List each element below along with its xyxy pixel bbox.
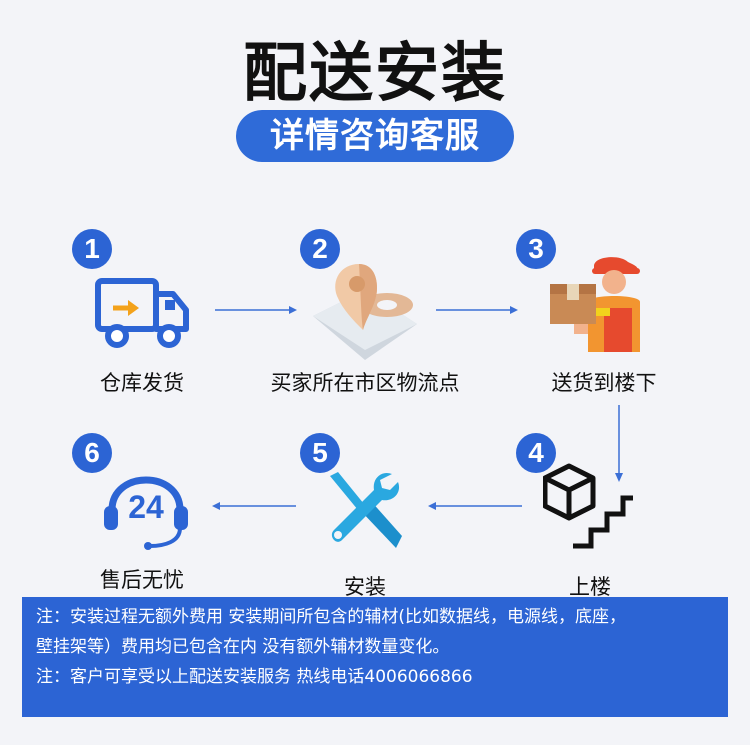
courier-icon — [550, 257, 640, 352]
notes-line-3: 注：客户可享受以上配送安装服务 热线电话4006066866 — [36, 667, 473, 687]
arrow-4-to-5 — [428, 502, 522, 510]
arrow-3-to-4 — [615, 405, 623, 482]
notes-line-2: 壁挂架等）费用均已包含在内 没有额外辅材数量变化。 — [36, 637, 450, 657]
step-2-badge: 2 — [300, 229, 340, 269]
step-4-label: 上楼 — [569, 575, 611, 599]
step-3-label: 送货到楼下 — [551, 371, 657, 395]
page-title: 配送安装 — [243, 37, 507, 111]
notes-line-1: 注：安装过程无额外费用 安装期间所包含的辅材(比如数据线，电源线，底座， — [36, 607, 627, 627]
step-3-badge: 3 — [516, 229, 556, 269]
headset-24-icon: 24 — [104, 476, 188, 550]
delivery-truck-icon — [95, 278, 189, 348]
arrow-2-to-3 — [436, 306, 518, 314]
notes-panel: 注：安装过程无额外费用 安装期间所包含的辅材(比如数据线，电源线，底座， 壁挂架… — [22, 597, 728, 717]
arrow-1-to-2 — [215, 306, 297, 314]
step-2-label: 买家所在市区物流点 — [270, 371, 460, 395]
step-5-label: 安装 — [344, 575, 386, 599]
box-stairs-icon — [543, 463, 633, 549]
step-1-label: 仓库发货 — [100, 371, 184, 395]
step-6-label: 售后无忧 — [100, 568, 184, 592]
step-4-badge: 4 — [516, 433, 556, 473]
consult-service-badge[interactable]: 详情咨询客服 — [236, 110, 514, 162]
step-1-badge: 1 — [72, 229, 112, 269]
location-pin-icon — [313, 264, 417, 360]
wrench-screwdriver-icon — [330, 472, 402, 548]
step-5-badge: 5 — [300, 433, 340, 473]
headset-24-text: 24 — [128, 489, 164, 525]
step-6-badge: 6 — [72, 433, 112, 473]
arrow-5-to-6 — [212, 502, 296, 510]
